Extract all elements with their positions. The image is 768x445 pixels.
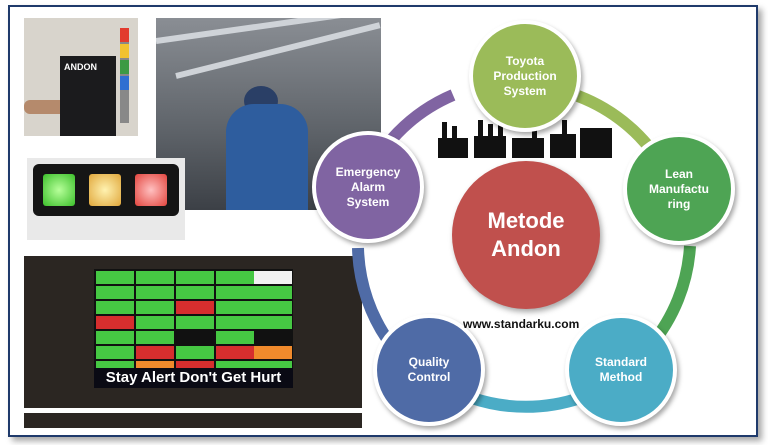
arrow-segment-standard-quality: [470, 392, 582, 413]
led-panel: [33, 164, 179, 216]
led-panel-photo: [27, 158, 185, 240]
andon-box: ANDON: [60, 56, 116, 136]
factory-icon: [512, 138, 544, 158]
center-line2: Andon: [491, 236, 561, 261]
red-led: [135, 174, 167, 206]
factory-icons: [438, 120, 612, 158]
factory-icon: [550, 134, 576, 158]
hand-shape: [24, 100, 66, 114]
status-board-photo: Stay Alert Don't Get Hurt: [24, 256, 362, 428]
green-led: [43, 174, 75, 206]
ceiling-light: [24, 408, 362, 413]
website-url: www.standarku.com: [463, 317, 580, 331]
andon-box-label: ANDON: [64, 62, 97, 72]
worker-body: [226, 104, 308, 210]
factory-icon: [474, 136, 506, 158]
status-screen: [94, 269, 293, 381]
andon-box-photo: ANDON: [24, 18, 138, 136]
signal-tower: [120, 28, 129, 123]
yellow-led: [89, 174, 121, 206]
factory-icon: [438, 138, 468, 158]
factory-building-icon: [580, 128, 612, 158]
center-line1: Metode: [487, 208, 565, 233]
board-slogan: Stay Alert Don't Get Hurt: [94, 368, 293, 388]
